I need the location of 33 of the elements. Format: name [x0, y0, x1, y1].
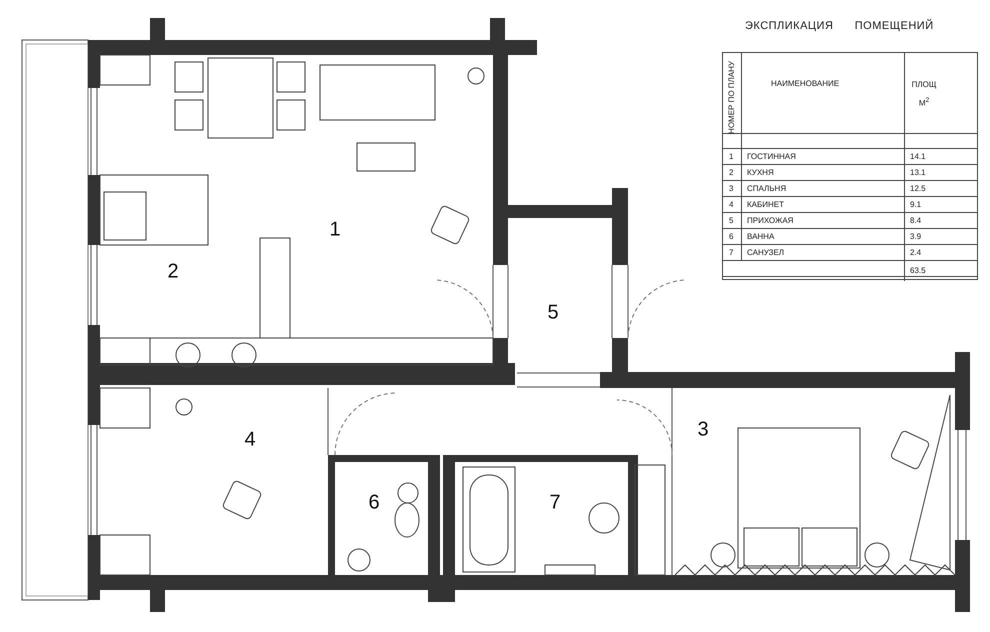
area-cell: 14.1: [910, 152, 926, 162]
room-number-cell: 2: [729, 168, 734, 178]
room-number-cell: 4: [729, 200, 734, 210]
table-title: ЭКСПЛИКАЦИЯ ПОМЕЩЕНИЙ: [745, 20, 934, 32]
column-header: НОМЕР ПО ПЛАНУ: [727, 61, 737, 134]
room-number: 1: [329, 218, 341, 242]
area-cell: 13.1: [910, 168, 926, 178]
column-header: ПЛОЩ М$^{2}$: [910, 79, 938, 110]
area-cell: 9.1: [910, 200, 922, 210]
room-number: 2: [167, 260, 179, 284]
room-number: 7: [549, 492, 561, 514]
area-cell: 3.9: [910, 232, 922, 242]
column-header: НАИМЕНОВАНИЕ: [771, 79, 840, 89]
room-name-cell: КАБИНЕТ: [747, 200, 784, 210]
room-number-cell: 5: [729, 216, 734, 226]
area-cell: 2.4: [910, 248, 922, 258]
room-name-cell: САНУЗЕЛ: [747, 248, 784, 258]
room-name-cell: КУХНЯ: [747, 168, 774, 178]
room-number-cell: 3: [729, 184, 734, 194]
room-number-cell: 7: [729, 248, 734, 258]
room-name-cell: ГОСТИННАЯ: [747, 152, 796, 162]
area-cell: 12.5: [910, 184, 926, 194]
room-number-cell: 1: [729, 152, 734, 162]
room-number: 3: [697, 418, 709, 442]
room-number: 5: [547, 302, 559, 324]
total-area-cell: 63.5: [910, 266, 926, 276]
room-number-cell: 6: [729, 232, 734, 242]
room-name-cell: ПРИХОЖАЯ: [747, 216, 794, 226]
room-name-cell: ВАННА: [747, 232, 774, 242]
area-cell: 8.4: [910, 216, 922, 226]
room-number: 6: [368, 492, 380, 514]
room-number: 4: [244, 428, 256, 452]
room-name-cell: СПАЛЬНЯ: [747, 184, 786, 194]
